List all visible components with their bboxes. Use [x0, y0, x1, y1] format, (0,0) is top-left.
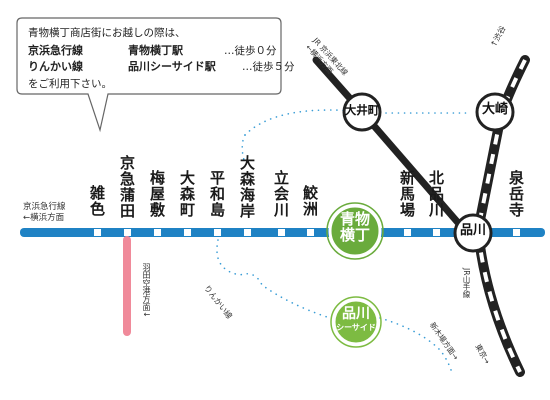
callout-closing: をご利用下さい。: [28, 78, 112, 90]
callout-intro: 青物横丁商店街にお越しの際は、: [28, 27, 186, 39]
seaside-label-bottom: シーサイド: [336, 323, 376, 332]
station-sengakuji: 泉岳寺: [507, 170, 525, 218]
callout-station-name: 青物横丁駅: [128, 44, 183, 57]
station-samezu: 鮫洲: [301, 185, 319, 217]
rinkai-dotted-lines: [216, 109, 471, 374]
callout-line-name: 京浜急行線: [28, 44, 83, 57]
keikyu-direction-label: 京浜急行線 ←横浜方面: [23, 202, 66, 223]
shinagawa-circle: [453, 213, 493, 253]
seaside-label-top: 品川: [342, 306, 370, 322]
station-omorimachi: 大森町: [178, 170, 196, 218]
keikyu-station-markers: [94, 229, 520, 236]
callout-walk-time: …徒歩０分: [224, 45, 277, 57]
callout-line-name: りんかい線: [28, 60, 83, 73]
airport-direction-label: 羽田空港方面↓: [142, 263, 151, 318]
station-omorikaigan: 大森海岸: [238, 155, 256, 219]
station-keikyu-kamata: 京急蒲田: [118, 155, 136, 219]
station-tachiaigawa: 立会川: [272, 170, 290, 218]
osaki-circle: [475, 92, 515, 132]
station-heiwajima: 平和島: [208, 170, 226, 218]
callout-station-name: 品川シーサイド駅: [128, 60, 216, 73]
shinagawa-seaside-circle: [332, 298, 380, 346]
yamanote-label: JR山手線: [462, 268, 471, 298]
station-kitashinagawa: 北品川: [427, 170, 445, 218]
station-shinbamba: 新馬場: [398, 170, 416, 218]
aomono-yokocho-circle: [328, 204, 382, 258]
access-callout: 青物横丁商店街にお越しの際は、 京浜急行線 青物横丁駅 …徒歩０分 りんかい線 …: [18, 18, 295, 94]
shinagawa-label: 品川: [459, 223, 486, 238]
airport-branch: [123, 236, 131, 336]
station-zoshiki: 雑色: [88, 185, 106, 217]
station-umeyashiki: 梅屋敷: [148, 170, 166, 218]
osaki-label: 大崎: [481, 102, 508, 117]
oimachi-circle: [342, 92, 382, 132]
callout-bubble: [16, 17, 282, 133]
oimachi-label: 大井町: [344, 103, 380, 117]
callout-walk-time: …徒歩５分: [242, 61, 295, 73]
aomono-yokocho-label: 青物 横丁: [339, 210, 370, 244]
